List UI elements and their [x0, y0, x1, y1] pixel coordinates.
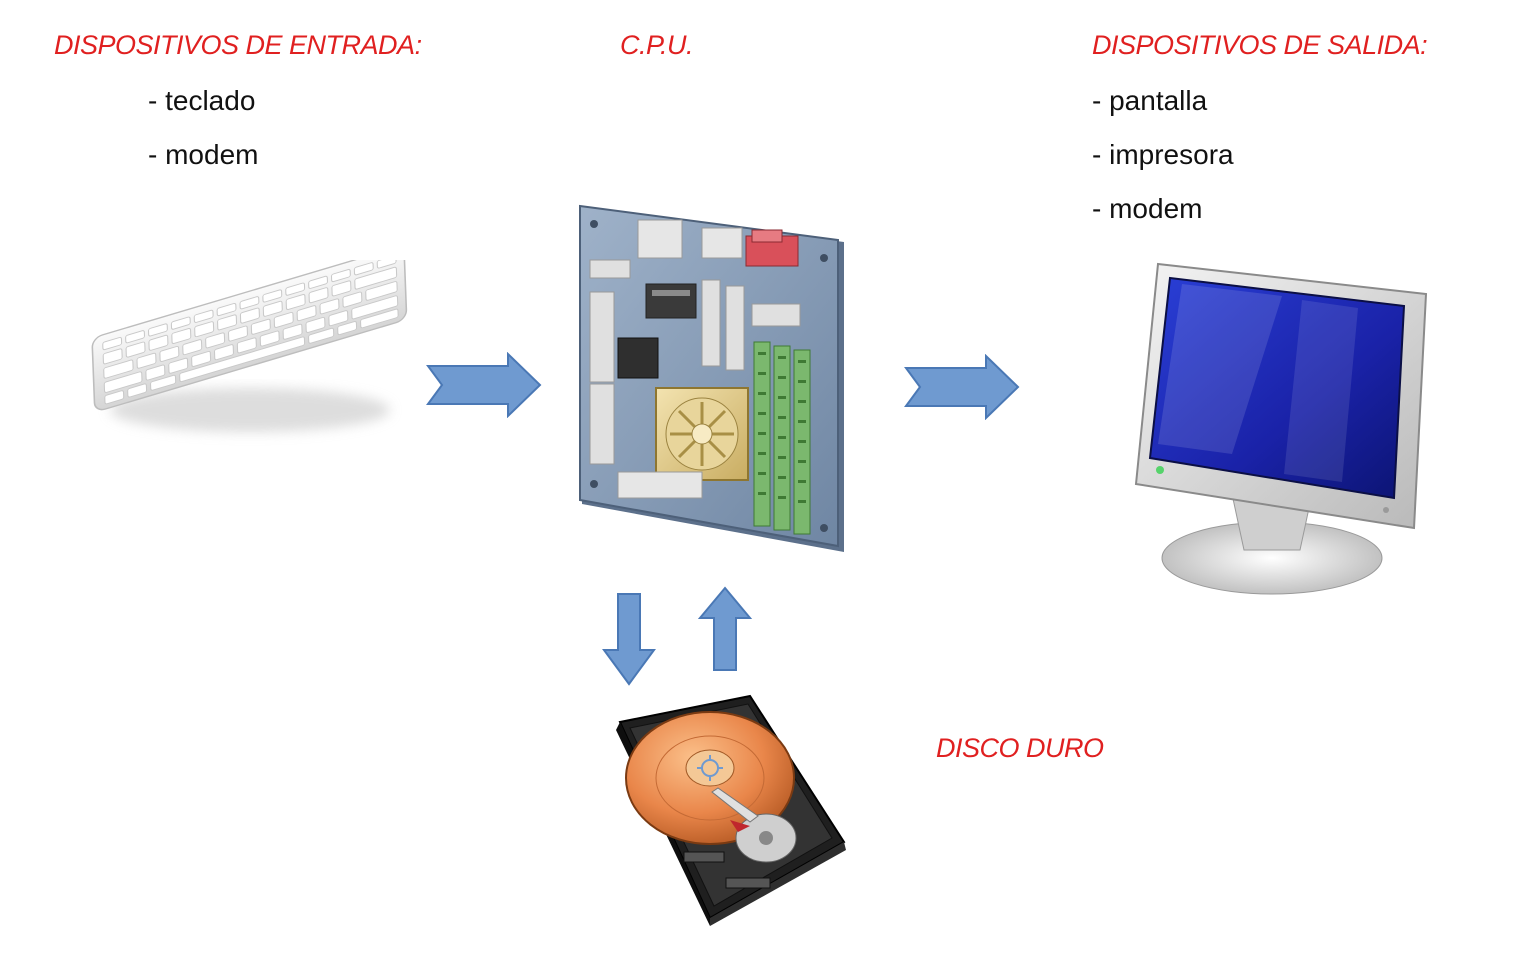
arrow-down-icon — [602, 593, 656, 686]
arrow-right-icon — [426, 352, 542, 418]
output-devices-title: DISPOSITIVOS DE SALIDA: — [1092, 30, 1428, 60]
cpu-title: C.P.U. — [620, 30, 694, 60]
arrow-up-icon — [697, 586, 753, 671]
hard-disk-icon — [616, 694, 846, 926]
input-devices-title: DISPOSITIVOS DE ENTRADA: — [54, 30, 422, 60]
motherboard-icon — [579, 204, 844, 552]
monitor-icon — [1134, 262, 1428, 595]
list-item: - pantalla — [1092, 85, 1208, 116]
list-item: - modem — [148, 139, 259, 170]
arrow-right-icon — [904, 354, 1020, 420]
list-item: - teclado — [148, 85, 256, 116]
list-item: - modem — [1092, 193, 1203, 224]
list-item: - impresora — [1092, 139, 1234, 170]
hard-disk-title: DISCO DURO — [936, 733, 1104, 763]
input-devices-list: - teclado - modem — [148, 86, 258, 194]
output-devices-list: - pantalla - impresora - modem — [1092, 86, 1234, 248]
keyboard-icon — [91, 260, 408, 432]
